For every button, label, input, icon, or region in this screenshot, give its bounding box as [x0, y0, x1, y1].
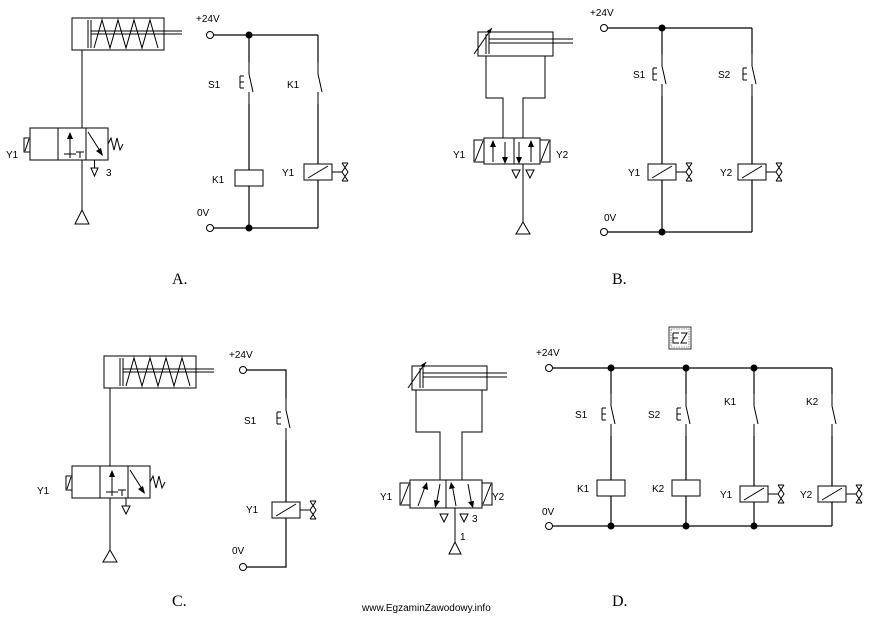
panel-c: Y1 +24V 0V S1 Y1 C. [37, 350, 317, 610]
caption-d: D. [612, 593, 628, 610]
cylinder-b [473, 27, 574, 57]
valve-coil-right-label-b: Y2 [556, 150, 569, 161]
caption-b: B. [612, 271, 627, 288]
panel-a: Y1 3 +24V 0V S1 K1 K1 Y1 A. [6, 14, 349, 288]
valve-a [23, 127, 124, 161]
valve-coil-left-label-d: Y1 [380, 492, 393, 503]
valve-coil-left-label-b: Y1 [453, 150, 466, 161]
supply-label-b: +24V [590, 8, 614, 19]
coil-y2-label-d: Y2 [800, 490, 813, 501]
valve-coil-label-c: Y1 [37, 486, 50, 497]
contact-k1-label-a: K1 [287, 80, 300, 91]
coil-y2-label-b: Y2 [720, 168, 733, 179]
port-3-label-d: 3 [472, 514, 478, 525]
valve-d [399, 479, 493, 509]
panel-d: 3 1 Y1 Y2 [380, 326, 863, 610]
watermark: www.EgzaminZawodowy.info [361, 603, 491, 614]
switch-s1-label-b: S1 [633, 70, 646, 81]
contact-k2-label-d: K2 [806, 397, 819, 408]
valve-c [65, 465, 166, 499]
coil-y1-label-a: Y1 [282, 168, 295, 179]
relay-k1-label-d: K1 [577, 484, 590, 495]
valve-b [473, 137, 551, 165]
valve-coil-label-a: Y1 [6, 150, 19, 161]
exhaust-port-label-a: 3 [106, 168, 112, 179]
panel-b: Y1 Y2 +24V 0V S1 S2 Y1 Y2 B. [453, 8, 783, 288]
ground-label-d: 0V [542, 507, 555, 518]
cylinder-c [103, 355, 215, 389]
relay-k2-label-d: K2 [652, 484, 665, 495]
supply-label-c: +24V [229, 350, 253, 361]
coil-y1-label-d: Y1 [720, 490, 733, 501]
switch-s2-label-b: S2 [718, 70, 731, 81]
ground-label-a: 0V [197, 208, 210, 219]
caption-c: C. [172, 593, 187, 610]
cylinder-d [407, 361, 508, 391]
port-1-label-d: 1 [460, 532, 466, 543]
ground-label-b: 0V [604, 213, 617, 224]
ez-info-logo [668, 326, 692, 350]
caption-a: A. [172, 271, 188, 288]
switch-s2-label-d: S2 [648, 410, 661, 421]
coil-y1-label-c: Y1 [246, 505, 259, 516]
ground-label-c: 0V [232, 546, 245, 557]
supply-label-d: +24V [536, 348, 560, 359]
switch-s1-label-d: S1 [575, 410, 588, 421]
supply-label-a: +24V [196, 14, 220, 25]
coil-y1-label-b: Y1 [628, 168, 641, 179]
switch-s1-label-a: S1 [208, 80, 221, 91]
valve-coil-right-label-d: Y2 [492, 492, 505, 503]
contact-k1-label-d: K1 [724, 397, 737, 408]
switch-s1-label-c: S1 [244, 416, 257, 427]
cylinder-a [71, 17, 183, 51]
relay-k1-label-a: K1 [212, 175, 225, 186]
